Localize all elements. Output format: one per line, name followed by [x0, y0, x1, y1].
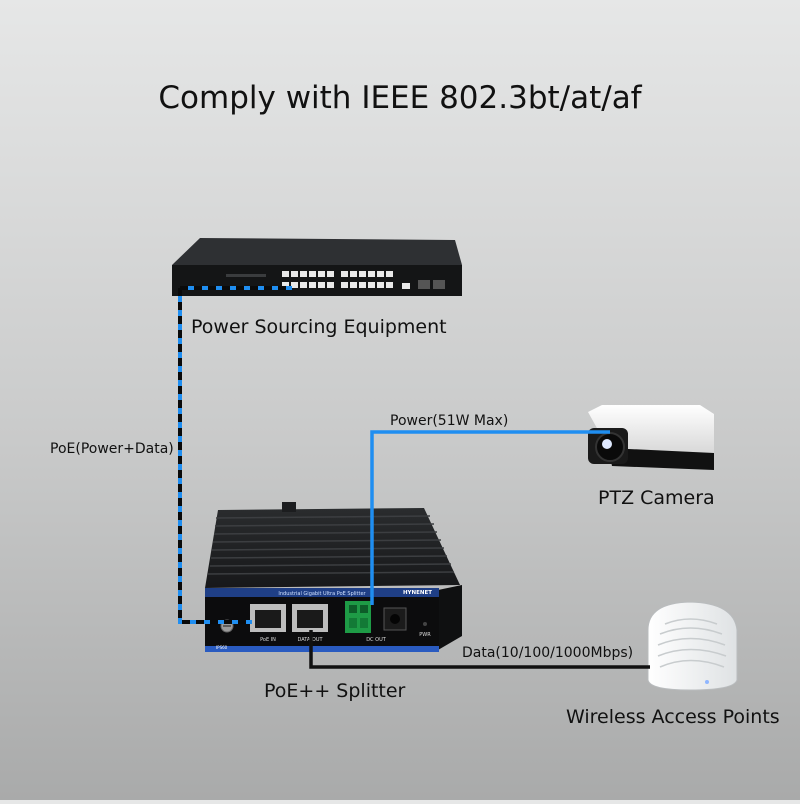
pwr-led-icon — [423, 622, 427, 626]
poe-splitter-icon: Industrial Gigabit Ultra PoE Splitter HY… — [205, 502, 462, 652]
splitter-brand: HYNENET — [403, 590, 432, 596]
power-link-label: Power(51W Max) — [390, 413, 508, 429]
poe-link-label: PoE(Power+Data) — [50, 441, 174, 457]
splitter-strip-text: Industrial Gigabit Ultra PoE Splitter — [278, 591, 366, 597]
port-label-dc-out: DC OUT — [366, 637, 387, 643]
port-label-poe-in: PoE IN — [260, 637, 276, 643]
splitter-model: IPS60 — [216, 645, 228, 650]
access-point-label: Wireless Access Points — [566, 706, 780, 728]
ceiling-access-point-icon — [648, 602, 737, 690]
camera-label: PTZ Camera — [598, 487, 715, 509]
page-title: Comply with IEEE 802.3bt/at/af — [0, 80, 800, 116]
led-label-pwr: PWR — [419, 632, 431, 638]
data-link-label: Data(10/100/1000Mbps) — [462, 645, 633, 661]
bullet-camera-icon — [588, 405, 714, 470]
pse-label: Power Sourcing Equipment — [191, 316, 447, 338]
splitter-label: PoE++ Splitter — [264, 680, 405, 702]
